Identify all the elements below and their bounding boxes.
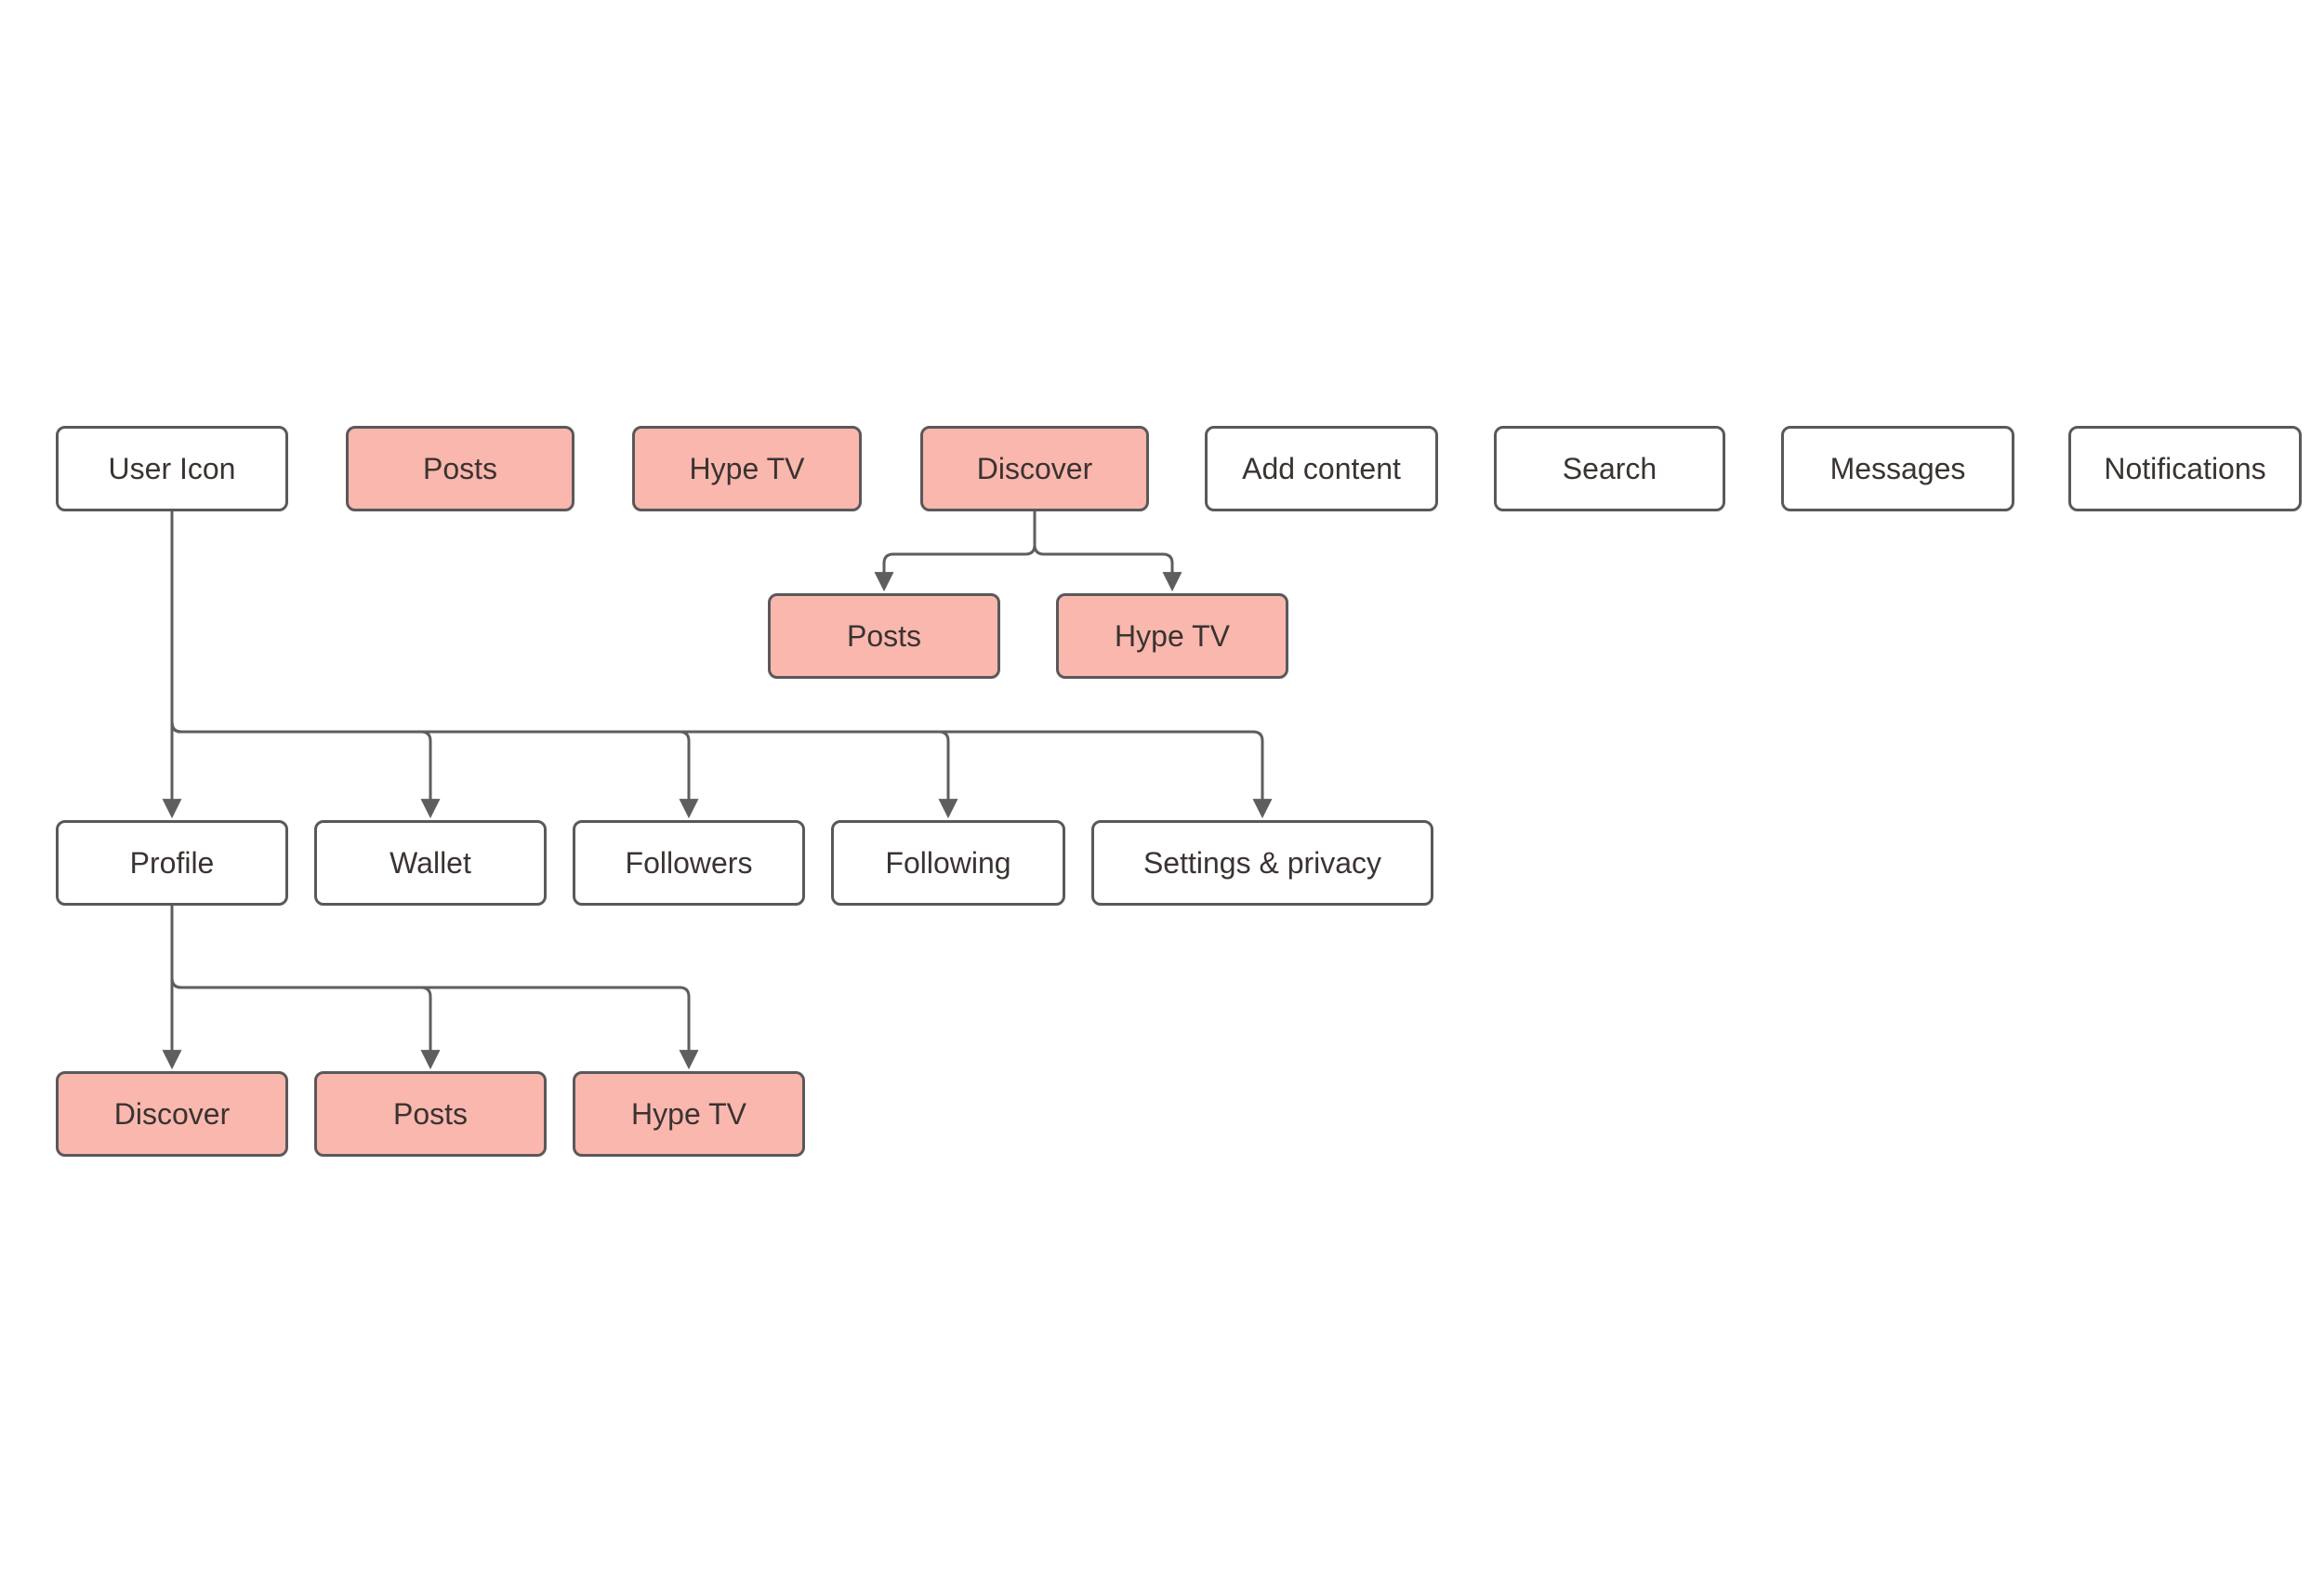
edge-nav-discover--discover-hype-tv: [1033, 511, 1182, 592]
node-discover-posts: Posts: [768, 593, 1000, 679]
node-label: Settings & privacy: [1142, 846, 1382, 880]
node-discover-hype-tv: Hype TV: [1056, 593, 1288, 679]
node-profile-hype-tv: Hype TV: [573, 1071, 805, 1157]
node-label: Following: [885, 846, 1011, 880]
node-label: Hype TV: [631, 1097, 746, 1131]
node-nav-posts: Posts: [346, 426, 574, 511]
node-label: Hype TV: [689, 452, 805, 485]
node-label: Add content: [1242, 452, 1401, 485]
node-label: Followers: [625, 846, 753, 880]
node-label: Discover: [976, 452, 1093, 485]
node-label: Profile: [129, 846, 215, 880]
node-label: Hype TV: [1115, 619, 1230, 653]
node-profile-posts: Posts: [314, 1071, 547, 1157]
node-user-icon: User Icon: [56, 426, 288, 511]
node-label: Notifications: [2104, 452, 2266, 485]
node-label: Posts: [392, 1097, 469, 1131]
node-messages: Messages: [1781, 426, 2014, 511]
node-notifications: Notifications: [2068, 426, 2302, 511]
node-nav-discover: Discover: [920, 426, 1149, 511]
edge-user-icon--settings-privacy: [170, 511, 1273, 819]
node-profile: Profile: [56, 820, 288, 906]
node-label: Search: [1562, 452, 1657, 485]
node-nav-hype-tv: Hype TV: [632, 426, 862, 511]
node-wallet: Wallet: [314, 820, 547, 906]
edge-user-icon--wallet: [170, 511, 441, 819]
node-label: Posts: [846, 619, 922, 653]
node-label: Messages: [1829, 452, 1966, 485]
node-following: Following: [831, 820, 1065, 906]
edge-profile--profile-hype-tv: [170, 906, 699, 1070]
node-followers: Followers: [573, 820, 805, 906]
node-search: Search: [1494, 426, 1725, 511]
node-label: Discover: [113, 1097, 231, 1131]
node-label: User Icon: [108, 452, 236, 485]
node-label: Wallet: [390, 846, 471, 880]
node-settings-privacy: Settings & privacy: [1091, 820, 1433, 906]
node-label: Posts: [422, 452, 498, 485]
edge-nav-discover--discover-posts: [874, 511, 1037, 592]
node-profile-discover: Discover: [56, 1071, 288, 1157]
node-add-content: Add content: [1205, 426, 1438, 511]
